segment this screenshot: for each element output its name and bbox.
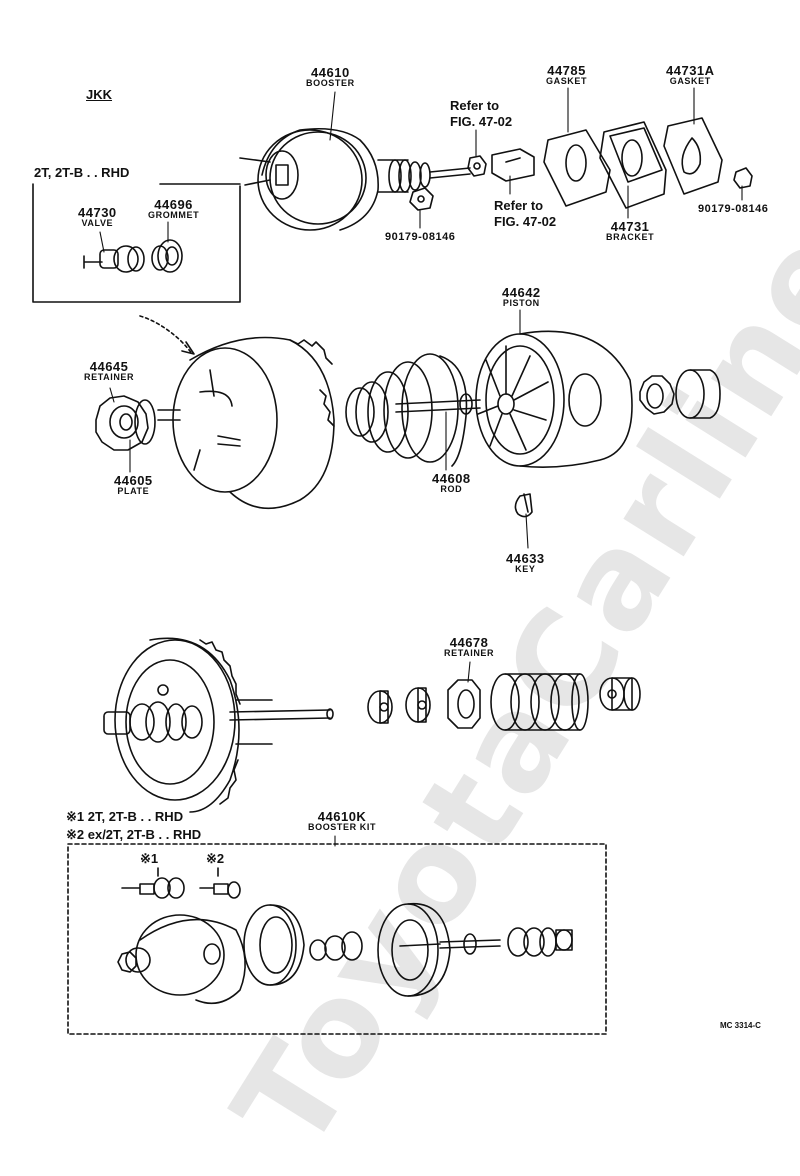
valve-44730-drawing [83, 245, 145, 273]
reference-note-2: Refer to FIG. 47-02 [494, 198, 556, 229]
kit-mark-2: ※2 [206, 851, 225, 866]
part-name: ROD [440, 484, 463, 494]
part-number: 44610 [311, 65, 350, 80]
part-label-44785: 44785 GASKET [546, 64, 587, 86]
reference-line: Refer to [450, 98, 500, 113]
part-name: BOOSTER [306, 78, 355, 88]
part-name: PISTON [502, 298, 540, 308]
part-number: 44731A [666, 63, 715, 78]
kit-contents-drawing [117, 867, 573, 1005]
gasket-44785-drawing [543, 129, 611, 207]
part-label-44731: 44731 BRACKET [606, 220, 654, 242]
part-label-44678: 44678 RETAINER [444, 636, 494, 658]
part-name: RETAINER [84, 372, 135, 382]
part-name: BOOSTER KIT [308, 822, 377, 832]
part-label-44696: 44696 GROMMET [148, 198, 199, 220]
part-number: 44610K [317, 809, 367, 824]
reference-line: FIG. 47-02 [494, 213, 557, 229]
plate-44605-drawing [157, 409, 181, 421]
booster-kit-box [67, 843, 607, 1035]
clevis-nut-drawing [467, 155, 487, 177]
booster-44610-drawing [239, 127, 471, 231]
part-label-44608: 44608 ROD [432, 472, 471, 494]
reference-note-1: Refer to FIG. 47-02 [450, 98, 512, 129]
seal-rings-drawing [367, 687, 431, 724]
seal-washer-drawing [639, 369, 721, 419]
part-label-44610k: 44610K BOOSTER KIT [308, 810, 376, 832]
front-shell-drawing [172, 336, 335, 510]
part-label-44633: 44633 KEY [506, 552, 545, 574]
part-name: BRACKET [606, 232, 655, 242]
reference-line: FIG. 47-02 [450, 113, 513, 129]
end-cap-drawing [599, 677, 641, 711]
part-number: 44642 [502, 285, 541, 300]
leader-lines [99, 87, 743, 847]
figure-code: MC 3314-C [720, 1021, 761, 1030]
part-number: 44696 [154, 197, 193, 212]
part-number: 44678 [449, 635, 489, 650]
part-label-44610: 44610 BOOSTER [306, 66, 355, 88]
rear-shell-assembly-drawing [103, 637, 334, 813]
kit-mark-1: ※1 [140, 851, 159, 866]
reference-line: Refer to [494, 198, 544, 213]
part-name: GASKET [546, 76, 588, 86]
part-number: 44731 [610, 219, 650, 234]
part-number: 44605 [114, 473, 153, 488]
part-label-44605: 44605 PLATE [114, 474, 153, 496]
part-label-44645: 44645 RETAINER [84, 360, 134, 382]
part-label-44642: 44642 PISTON [502, 286, 541, 308]
part-number: 44608 [432, 471, 471, 486]
part-name: VALVE [81, 218, 114, 228]
part-name: RETAINER [444, 648, 495, 658]
part-name: GASKET [669, 76, 711, 86]
part-name: KEY [515, 564, 536, 574]
key-44633-drawing [514, 493, 533, 518]
kit-note-2: ※2 ex/2T, 2T-B . . RHD [66, 827, 202, 842]
nut-90179-a-drawing [409, 187, 434, 211]
gasket-44731a-drawing [663, 117, 723, 195]
diagram-code-label: JKK [86, 87, 113, 102]
part-name: GROMMET [148, 210, 200, 220]
bracket-44731-drawing [599, 121, 667, 209]
part-label-44730: 44730 VALVE [78, 206, 117, 228]
piston-44642-drawing [475, 330, 633, 468]
grommet-44696-drawing [151, 239, 183, 273]
rhd-inset-box [32, 183, 241, 303]
part-number: 44785 [547, 63, 586, 78]
kit-note-1: ※1 2T, 2T-B . . RHD [66, 809, 184, 824]
exploded-parts-diagram [32, 87, 753, 1035]
nut-90179-b-drawing [733, 167, 753, 189]
poppet-spring-stack-drawing [490, 673, 589, 731]
retainer-44678-drawing [447, 679, 481, 729]
nut-label-b: 90179-08146 [698, 203, 769, 215]
part-name: PLATE [117, 486, 150, 496]
part-label-44731a: 44731A GASKET [666, 64, 715, 86]
insert-arrow [139, 315, 195, 355]
rod-44608-drawing [395, 393, 481, 415]
nut-label-a: 90179-08146 [385, 231, 456, 243]
retainer-44645-drawing [95, 395, 156, 451]
rhd-inset-title: 2T, 2T-B . . RHD [34, 165, 130, 180]
part-number: 44633 [506, 551, 545, 566]
part-number: 44730 [78, 205, 117, 220]
clevis-yoke-drawing [491, 148, 535, 182]
part-number: 44645 [89, 359, 129, 374]
